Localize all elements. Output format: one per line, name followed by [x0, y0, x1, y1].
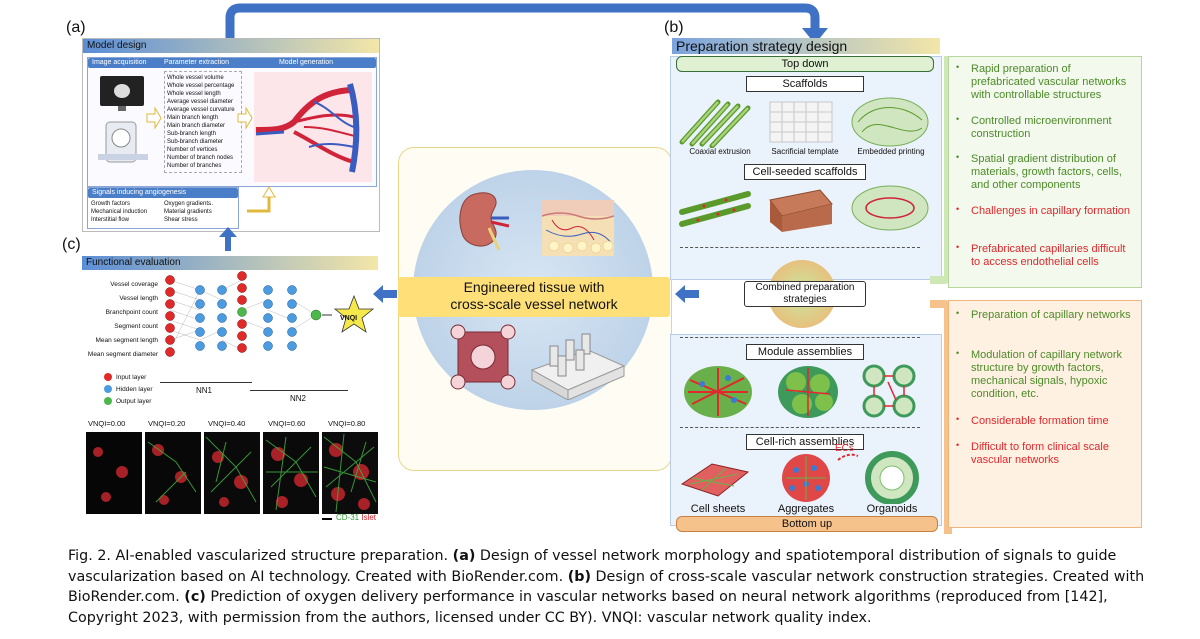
- cell-rich-images: [680, 451, 919, 504]
- scaffolds-label: Scaffolds: [746, 76, 864, 92]
- up-arrow-icon: [219, 227, 237, 251]
- model-design-box: Image acquisition Parameter extraction M…: [87, 57, 377, 187]
- col-header-image: Image acquisition: [88, 58, 162, 68]
- bottom-bullets-box: Preparation of capillary networks Modula…: [948, 300, 1142, 528]
- kidney-icon: [459, 192, 510, 251]
- star-icon: [334, 294, 374, 333]
- panel-b-letter: (b): [664, 19, 684, 36]
- panel-b-title: Preparation strategy design: [672, 38, 940, 54]
- divider-bottom: [680, 427, 920, 428]
- nn-legend: Input layer Hidden layer Output layer: [104, 372, 153, 408]
- scaffold-images: [679, 97, 929, 148]
- nn1-bracket: [160, 382, 252, 383]
- stain-legend: CD-31 Islet: [336, 513, 377, 522]
- method-embedded: Embedded printing: [857, 147, 925, 156]
- signals-ellipsis: ...: [208, 201, 214, 207]
- left-arrow-icon-2: [675, 285, 699, 303]
- cell-seeded-label: Cell-seeded scaffolds: [744, 164, 866, 180]
- cell-seeded-images: [679, 185, 929, 232]
- panel-a-letter: (a): [66, 19, 86, 36]
- col-header-param: Parameter extraction: [160, 58, 234, 68]
- panel-c-title: Functional evaluation: [82, 256, 378, 270]
- cell-rich-label: Cell-rich assemblies: [746, 434, 864, 450]
- method-sacrificial: Sacrificial template: [771, 147, 839, 156]
- panel-a-title: Model design: [83, 39, 379, 53]
- top-connector-arrow: [225, 3, 828, 44]
- top-bullets-box: Rapid preparation of prefabricated vascu…: [948, 56, 1142, 288]
- divider-mid: [680, 337, 920, 338]
- skin-tissue-icon: [542, 200, 614, 256]
- divider-top: [680, 247, 920, 248]
- figure-caption: Fig. 2. AI-enabled vascularized structur…: [68, 548, 1145, 626]
- scale-bar: [322, 518, 332, 520]
- cell-sheets-label: Cell sheets: [690, 503, 746, 515]
- panel-c-letter: (c): [62, 236, 81, 253]
- microscopy-images: [86, 432, 378, 514]
- nn2-bracket: [250, 390, 348, 391]
- arrow-right-icon: [146, 106, 162, 130]
- left-arrow-icon: [373, 285, 397, 303]
- vnqi-star-label: VNQI: [340, 315, 358, 322]
- organoids-label: Organoids: [866, 503, 918, 515]
- module-images: [684, 364, 916, 418]
- bottom-up-bar: Bottom up: [676, 516, 938, 532]
- organ-chip-icon: [450, 324, 516, 390]
- ct-scanner-icon: [98, 76, 148, 163]
- ecs-label: ECs: [835, 443, 854, 454]
- top-down-bar: Top down: [676, 56, 934, 72]
- elbow-arrow-icon: [247, 186, 276, 213]
- signals-box: Signals inducing angiogenesis Growth fac…: [87, 187, 239, 229]
- aggregates-label: Aggregates: [777, 503, 835, 515]
- signals-title: Signals inducing angiogenesis: [88, 188, 238, 198]
- module-assemblies-label: Module assemblies: [746, 344, 864, 360]
- nn1-label: NN1: [196, 386, 213, 395]
- method-coaxial: Coaxial extrusion: [689, 147, 751, 156]
- nn-inputs: Vessel coverage Vessel length Branchpoin…: [87, 281, 158, 358]
- col-header-model: Model generation: [232, 58, 376, 68]
- panel-a: Model design Image acquisition Parameter…: [82, 38, 380, 232]
- vessel-model-illustration: [254, 72, 372, 182]
- bioreactor-icon: [530, 333, 626, 400]
- panel-c: Functional evaluation Vessel coverage Ve…: [82, 256, 378, 526]
- nn2-label: NN2: [290, 394, 307, 403]
- neural-network-diagram: [165, 271, 332, 357]
- arrow-right-icon: [237, 106, 253, 130]
